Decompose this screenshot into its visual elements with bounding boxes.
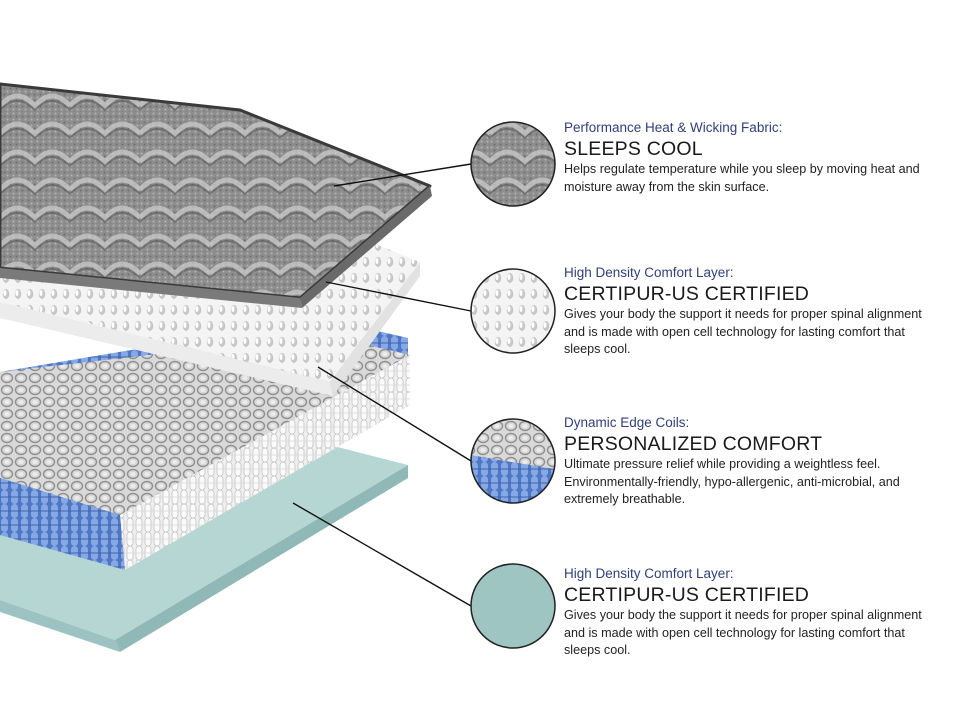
layer-kicker: High Density Comfort Layer: [564,265,734,280]
layer-kicker: Dynamic Edge Coils: [564,415,690,430]
swatch-fabric [470,121,556,207]
leader-line-fabric [333,163,472,187]
layer-description: Gives your body the support it needs for… [564,608,922,657]
layer-info-fabric: Performance Heat & Wicking Fabric: SLEEP… [564,119,944,196]
layer-description: Ultimate pressure relief while providing… [564,457,900,506]
layer-headline: PERSONALIZED COMFORT [564,433,823,455]
quilted-top-layer [0,82,432,308]
layer-kicker: Performance Heat & Wicking Fabric: [564,120,783,135]
leader-line-base [292,502,472,607]
layer-info-base: High Density Comfort Layer: CERTIPUR-US … [564,565,944,660]
layer-headline: CERTIPUR-US CERTIFIED [564,283,810,305]
layer-kicker: High Density Comfort Layer: [564,566,734,581]
layer-headline: CERTIPUR-US CERTIFIED [564,584,810,606]
leader-lines [292,163,472,607]
swatch-foam [470,268,556,354]
leader-line-coils [317,366,472,462]
layer-headline: SLEEPS COOL [564,138,703,160]
swatch-coils [470,418,556,504]
leader-line-foam [325,281,472,312]
layer-description: Helps regulate temperature while you sle… [564,162,920,194]
swatch-base [470,563,556,649]
layer-info-foam: High Density Comfort Layer: CERTIPUR-US … [564,264,944,359]
layer-info-coils: Dynamic Edge Coils: PERSONALIZED COMFORT… [564,414,944,509]
layer-description: Gives your body the support it needs for… [564,307,922,356]
